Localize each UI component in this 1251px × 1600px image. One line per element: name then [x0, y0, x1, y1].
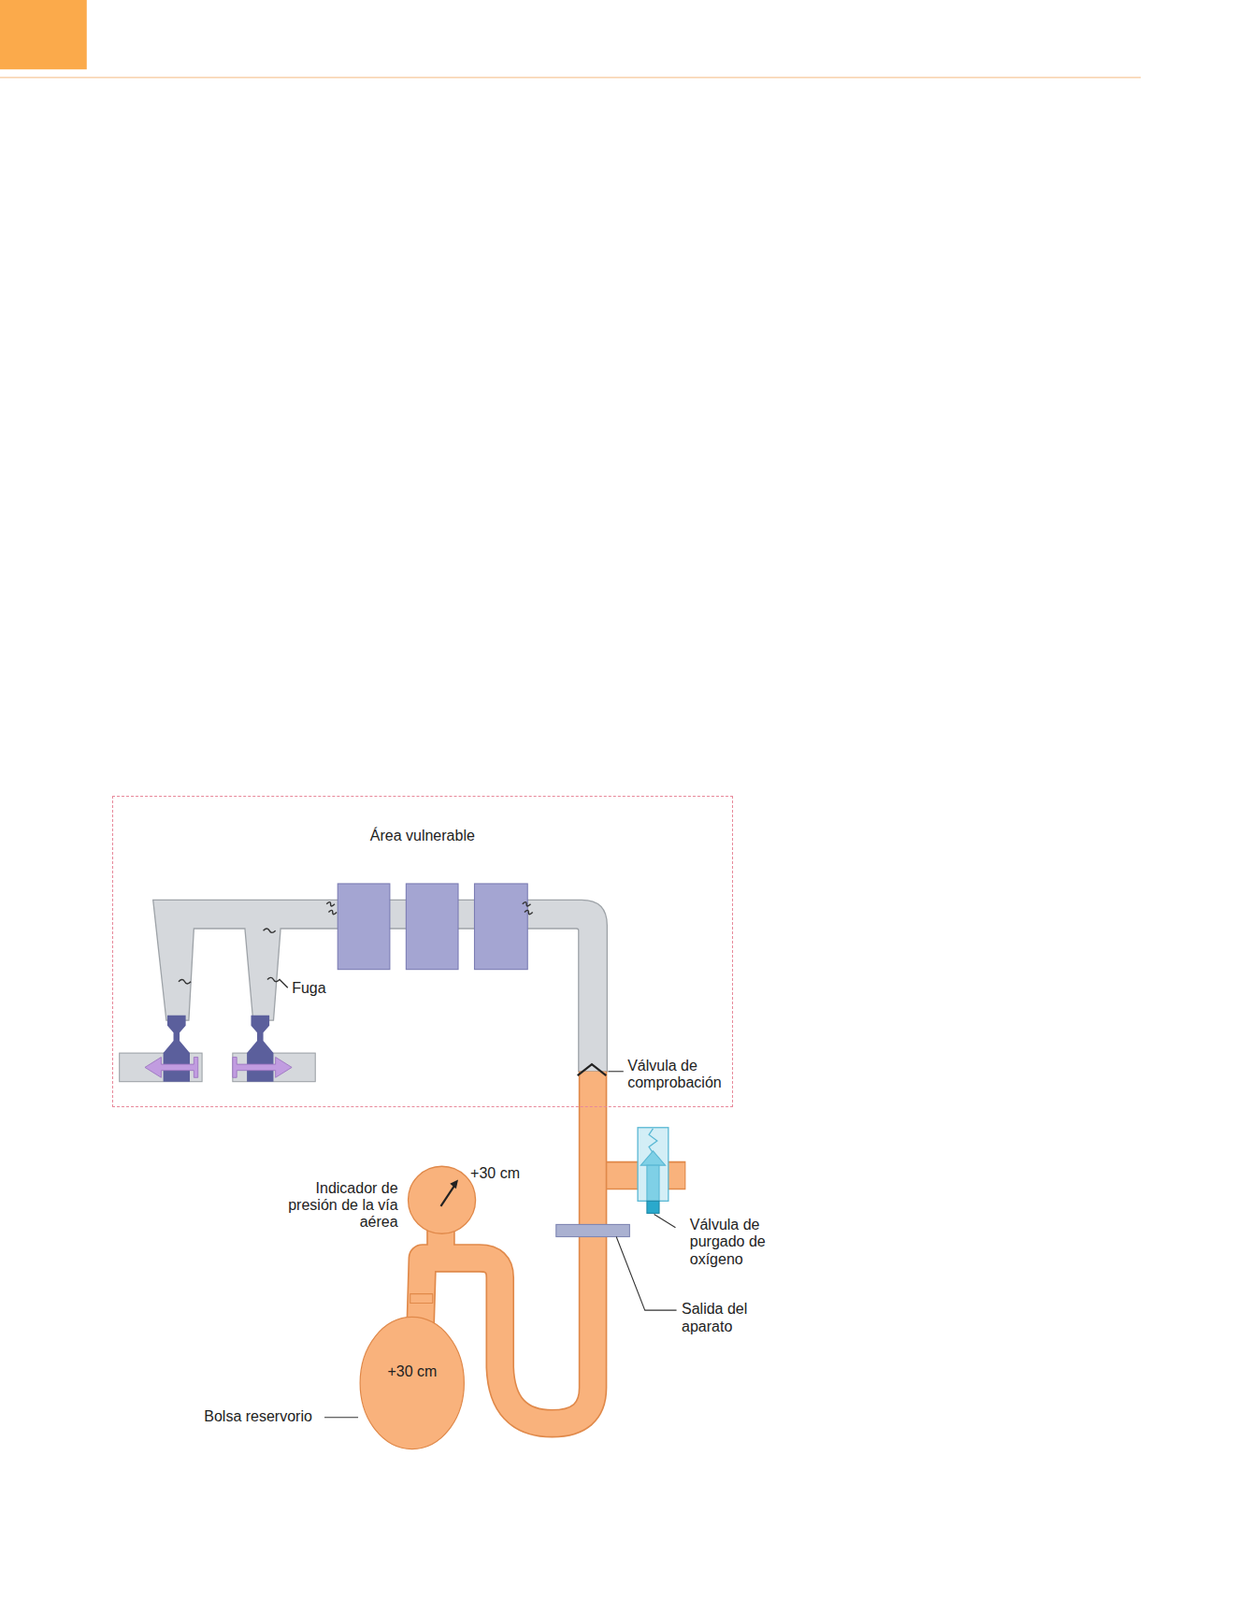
node-text: Área vulnerable — [113, 827, 733, 845]
gauge-label: Indicador de presión de la vía aérea — [284, 1179, 399, 1232]
header-rule — [0, 76, 1141, 78]
leak-marks — [178, 902, 533, 989]
bag-ellipse — [359, 1316, 464, 1449]
reservoir-bag: +30 cm — [359, 1315, 466, 1451]
bag-outline — [359, 1315, 466, 1451]
oxygen-flush-valve — [637, 1127, 669, 1214]
flow-control-valves — [119, 1015, 317, 1082]
machine-outlet-plate — [556, 1223, 631, 1237]
node-text: +30 cm — [387, 1363, 437, 1381]
outlet-label: Salida del aparato — [681, 1300, 759, 1336]
vaporizers — [337, 883, 528, 970]
reservoir-bag-label: Bolsa reservorio — [203, 1408, 313, 1425]
check-valve-symbol — [577, 1064, 607, 1076]
leak-label: Fuga — [291, 979, 326, 997]
check-valve-label: Válvula de comprobación — [627, 1057, 738, 1093]
header-square — [0, 0, 87, 70]
gauge-value: +30 cm — [470, 1164, 520, 1182]
flush-valve-label: Válvula de purgado de oxígeno — [690, 1216, 777, 1268]
airway-pressure-gauge — [408, 1165, 476, 1234]
